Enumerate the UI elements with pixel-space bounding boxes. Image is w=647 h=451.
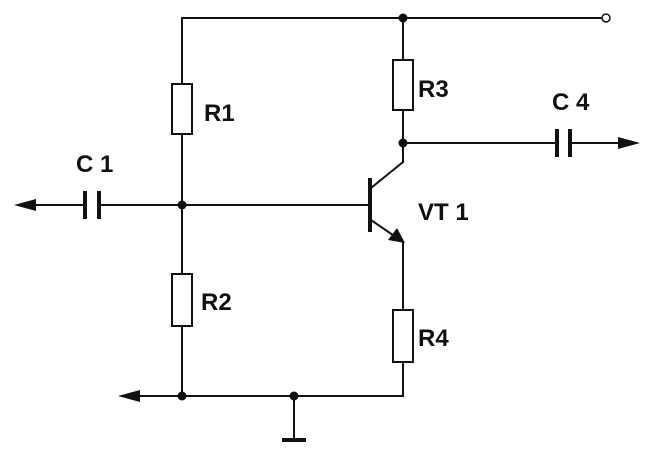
junction-dots xyxy=(177,13,408,401)
transistor-vt1 xyxy=(368,160,405,244)
capacitor-c1 xyxy=(83,191,101,219)
junction-base-node xyxy=(177,200,187,210)
ground-rail-arrow-icon xyxy=(118,390,140,402)
resistor-r4 xyxy=(392,309,414,363)
label-vt1: VT 1 xyxy=(418,199,469,226)
wires xyxy=(33,17,621,441)
capacitor-c4 xyxy=(555,129,572,157)
transistor-collector-lead xyxy=(369,160,405,190)
resistor-r2 xyxy=(171,273,193,327)
junction-collector-node xyxy=(398,138,408,148)
junction-ground xyxy=(289,391,299,401)
junction-bottom-left xyxy=(177,391,187,401)
input-arrow-icon xyxy=(14,199,36,211)
emitter-arrow-icon xyxy=(388,228,405,243)
resistor-r3 xyxy=(392,59,414,111)
output-arrow-icon xyxy=(618,137,640,149)
resistor-r1 xyxy=(171,83,193,135)
label-c4: C 4 xyxy=(552,89,590,116)
label-r4: R4 xyxy=(418,325,449,352)
supply-terminal-icon xyxy=(601,13,611,23)
label-r3: R3 xyxy=(418,76,449,103)
label-c1: C 1 xyxy=(76,151,113,178)
junction-top-right xyxy=(398,13,408,23)
label-r2: R2 xyxy=(201,289,232,316)
label-r1: R1 xyxy=(204,100,235,127)
